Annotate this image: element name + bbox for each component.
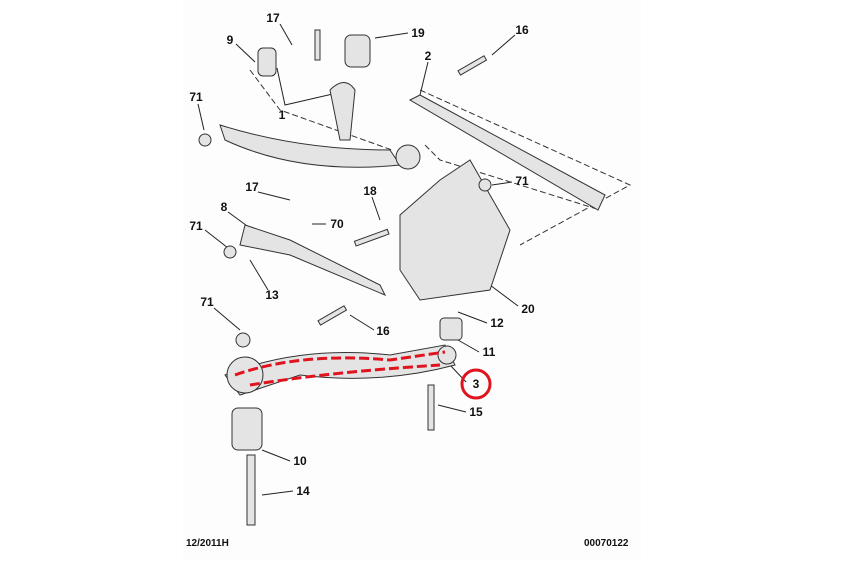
callout-8[interactable]: 8 (220, 200, 228, 214)
dashed-assembly-lines (249, 69, 632, 246)
mount-10 (231, 407, 263, 451)
callout-71[interactable]: 71 (515, 174, 529, 188)
bolt-17 (314, 29, 321, 61)
highlight-circle (460, 368, 492, 400)
trailing-link-2 (408, 94, 606, 211)
highlight-part-3 (234, 350, 446, 387)
callout-16[interactable]: 16 (515, 23, 529, 37)
knuckle-20 (399, 159, 511, 301)
bush-12 (439, 317, 463, 341)
callout-12[interactable]: 12 (490, 316, 504, 330)
bolt-14 (246, 454, 256, 526)
callout-17[interactable]: 17 (245, 180, 259, 194)
bolt-15 (427, 384, 435, 431)
callout-11[interactable]: 11 (482, 345, 496, 359)
callout-16[interactable]: 16 (376, 324, 390, 338)
callout-71[interactable]: 71 (189, 90, 203, 104)
callout-20[interactable]: 20 (521, 302, 535, 316)
callout-17[interactable]: 17 (266, 11, 280, 25)
callout-71[interactable]: 71 (200, 295, 214, 309)
bolt-16 (457, 55, 488, 76)
link-8 (239, 224, 387, 296)
bolt-18 (353, 228, 390, 247)
callout-15[interactable]: 15 (469, 405, 483, 419)
callout-2[interactable]: 2 (424, 49, 432, 63)
upper-arm-1 (219, 124, 401, 168)
callout-13[interactable]: 13 (265, 288, 279, 302)
callout-18[interactable]: 18 (363, 184, 377, 198)
callout-70[interactable]: 70 (330, 217, 344, 231)
callout-19[interactable]: 19 (411, 26, 425, 40)
callout-14[interactable]: 14 (296, 484, 310, 498)
diagram-number: 00070122 (584, 538, 629, 549)
bump-stop-19 (344, 34, 371, 68)
callout-1[interactable]: 1 (278, 108, 286, 122)
callout-71[interactable]: 71 (189, 219, 203, 233)
callout-10[interactable]: 10 (293, 454, 307, 468)
callout-9[interactable]: 9 (226, 33, 234, 47)
date-code: 12/2011H (186, 538, 229, 549)
callout-3-highlighted[interactable]: 3 (472, 377, 480, 391)
bolt-16b (317, 305, 348, 326)
bush-9 (257, 47, 277, 77)
